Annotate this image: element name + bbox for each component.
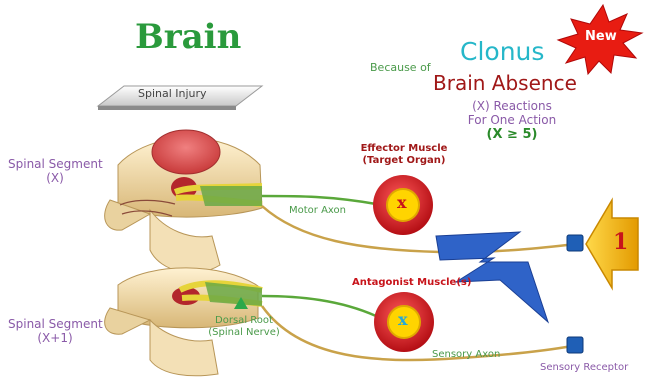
segment-x-line2: (X) <box>8 172 102 186</box>
brain-absence-label: Brain Absence <box>433 72 577 95</box>
vertebra-segment-x <box>105 130 262 273</box>
reactions-line2: For One Action <box>452 114 572 128</box>
effector-marker-label: x <box>397 194 407 212</box>
because-of-label: Because of <box>370 62 431 75</box>
motor-axon-line <box>262 196 376 204</box>
sensory-axon-label: Sensory Axon <box>432 349 500 361</box>
arrow-number-label: 1 <box>613 230 628 255</box>
antagonist-axon-line <box>262 296 376 316</box>
stimulus-arrow-icon <box>586 200 638 288</box>
sensory-receptor-label: Sensory Receptor <box>540 362 628 374</box>
segment-x1-line2: (X+1) <box>8 332 102 346</box>
spinal-injury-label: Spinal Injury <box>138 88 207 101</box>
reactions-block: (X) Reactions For One Action (X ≥ 5) <box>452 100 572 143</box>
effector-line1: Effector Muscle <box>352 143 456 155</box>
reactions-line1: (X) Reactions <box>452 100 572 114</box>
dorsal-root-line2: (Spinal Nerve) <box>204 327 284 339</box>
effector-muscle-label: Effector Muscle (Target Organ) <box>352 143 456 166</box>
segment-x1-line1: Spinal Segment <box>8 318 102 332</box>
antagonist-marker-label: x <box>398 311 408 329</box>
antagonist-muscle-label: Antagonist Muscle(s) <box>352 277 471 289</box>
effector-line2: (Target Organ) <box>352 155 456 167</box>
diagram-title: Brain <box>135 18 241 57</box>
sensory-receptor-upper-icon <box>567 235 583 251</box>
new-badge-label: New <box>585 30 617 45</box>
segment-x1-label: Spinal Segment (X+1) <box>8 318 102 346</box>
reactions-line3: (X ≥ 5) <box>452 128 572 143</box>
segment-x-line1: Spinal Segment <box>8 158 102 172</box>
segment-x-label: Spinal Segment (X) <box>8 158 102 186</box>
motor-axon-label: Motor Axon <box>289 205 346 217</box>
clonus-label: Clonus <box>460 38 544 67</box>
dorsal-root-line1: Dorsal Root <box>204 315 284 327</box>
dorsal-root-label: Dorsal Root (Spinal Nerve) <box>204 315 284 338</box>
sensory-receptor-lower-icon <box>567 337 583 353</box>
